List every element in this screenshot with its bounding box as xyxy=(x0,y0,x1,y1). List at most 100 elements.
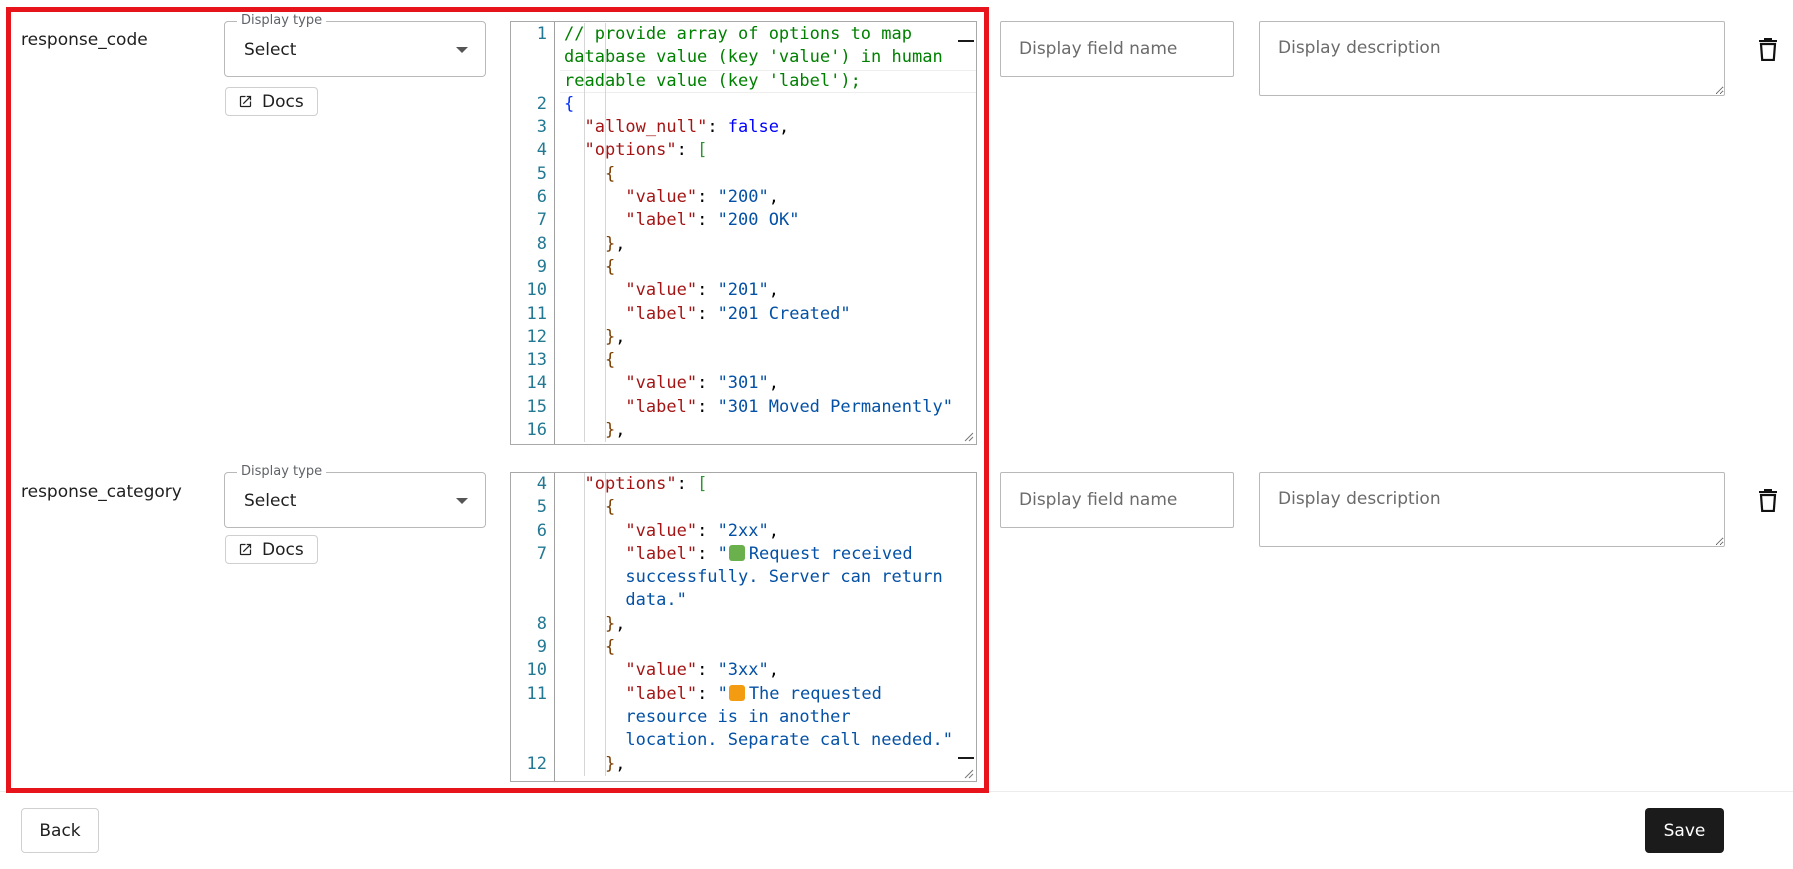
line-number: 2 xyxy=(536,93,547,114)
code-token: "label" xyxy=(625,683,698,704)
line-number: 1 xyxy=(536,24,547,44)
resize-grip-icon[interactable] xyxy=(964,432,974,442)
code-token: , xyxy=(768,660,779,681)
resize-grip-icon[interactable] xyxy=(964,769,974,779)
line-content: }, xyxy=(564,753,976,776)
code-token: successfully. Server can return xyxy=(625,567,943,588)
line-number: 8 xyxy=(536,613,547,634)
code-token xyxy=(564,521,625,541)
trash-icon[interactable] xyxy=(1758,37,1778,65)
code-token: database value (key 'value') in human xyxy=(564,47,943,68)
code-token xyxy=(564,140,584,160)
code-token: } xyxy=(604,420,616,441)
docs-label: Docs xyxy=(262,539,304,560)
code-token: "200 OK" xyxy=(717,210,800,231)
line-number: 7 xyxy=(536,210,547,231)
code-token: : xyxy=(697,187,718,208)
code-token: , xyxy=(615,613,626,634)
external-link-icon xyxy=(238,94,253,109)
code-line: 14 "value": "301", xyxy=(511,372,976,395)
code-token: } xyxy=(604,233,616,254)
code-token xyxy=(564,567,625,587)
code-token: , xyxy=(615,420,626,441)
line-content: { xyxy=(564,163,976,186)
display-type-select[interactable]: Display type Select xyxy=(224,464,486,528)
code-token: "value" xyxy=(625,280,698,301)
line-number: 9 xyxy=(536,256,547,277)
line-content: { xyxy=(564,256,976,279)
line-number: 11 xyxy=(526,303,547,324)
indent-guide xyxy=(584,23,586,443)
line-content: "value": "3xx", xyxy=(564,659,976,682)
line-content: { xyxy=(564,496,976,519)
docs-label: Docs xyxy=(262,91,304,112)
indent-guide xyxy=(604,473,606,776)
code-token: " xyxy=(717,683,728,704)
code-token: "value" xyxy=(625,660,698,681)
line-number: 14 xyxy=(526,373,547,394)
code-token: resource is in another xyxy=(625,706,851,727)
code-token: , xyxy=(768,373,779,394)
display-description-input[interactable] xyxy=(1259,21,1725,96)
code-line: database value (key 'value') in human xyxy=(511,46,976,69)
docs-button[interactable]: Docs xyxy=(225,535,318,564)
code-token: "options" xyxy=(584,140,677,161)
code-token: : xyxy=(697,396,718,417)
code-editor[interactable]: 4 "options": [5 {6 "value": "2xx",7 "lab… xyxy=(510,472,977,782)
code-token: "allow_null" xyxy=(584,117,708,138)
line-number: 10 xyxy=(526,280,547,301)
line-content: }, xyxy=(564,233,976,256)
code-editor[interactable]: 1 // provide array of options to map datab… xyxy=(510,21,977,445)
code-token: , xyxy=(615,233,626,254)
save-button[interactable]: Save xyxy=(1645,808,1724,853)
line-content: "allow_null": false, xyxy=(564,116,976,139)
code-token: " xyxy=(717,543,728,564)
code-line: 11 "label": "201 Created" xyxy=(511,303,976,326)
display-description-input[interactable] xyxy=(1259,472,1725,547)
line-number: 3 xyxy=(536,117,547,138)
code-token: readable value (key 'label'); xyxy=(564,70,861,91)
code-line: 15 "label": "301 Moved Permanently" xyxy=(511,396,976,419)
line-content: "value": "200", xyxy=(564,186,976,209)
line-number: 4 xyxy=(536,140,547,161)
display-type-select[interactable]: Display type Select xyxy=(224,13,486,77)
code-line: 6 "value": "2xx", xyxy=(511,520,976,543)
code-token: "options" xyxy=(584,474,677,494)
code-token: } xyxy=(604,326,616,347)
code-token xyxy=(564,544,625,564)
code-token: location. Separate call needed." xyxy=(625,730,953,751)
editor-scrollbar[interactable] xyxy=(958,40,974,42)
line-number: 15 xyxy=(526,396,547,417)
code-token: , xyxy=(615,753,626,774)
line-content: "value": "301", xyxy=(564,372,976,395)
display-field-name-input[interactable] xyxy=(1000,472,1234,528)
code-line: 9 { xyxy=(511,256,976,279)
line-number: 7 xyxy=(536,543,547,564)
line-number xyxy=(511,706,547,729)
code-token: "201" xyxy=(717,280,769,301)
code-token: // provide array of options to map xyxy=(564,24,912,44)
code-line: 5 { xyxy=(511,496,976,519)
code-token xyxy=(564,660,625,680)
line-content: location. Separate call needed." xyxy=(564,729,976,752)
line-content: }, xyxy=(564,326,976,349)
display-field-name-input[interactable] xyxy=(1000,21,1234,77)
code-line: 2{ xyxy=(511,93,976,116)
code-token: "value" xyxy=(625,520,698,541)
code-token: : xyxy=(707,117,728,138)
code-lines: 1 // provide array of options to map datab… xyxy=(511,23,976,443)
code-line: 10 "value": "201", xyxy=(511,279,976,302)
trash-icon[interactable] xyxy=(1758,488,1778,516)
code-token: "label" xyxy=(625,303,698,324)
code-token: "301" xyxy=(717,373,769,394)
back-button[interactable]: Back xyxy=(21,808,99,853)
code-line: 16 }, xyxy=(511,419,976,442)
code-line: 13 { xyxy=(511,349,976,372)
docs-button[interactable]: Docs xyxy=(225,87,318,116)
line-number xyxy=(511,46,547,69)
line-number: 11 xyxy=(526,683,547,704)
line-content: { xyxy=(564,93,976,116)
line-content: "value": "2xx", xyxy=(564,520,976,543)
code-token: "value" xyxy=(625,373,698,394)
editor-scrollbar[interactable] xyxy=(958,757,974,759)
